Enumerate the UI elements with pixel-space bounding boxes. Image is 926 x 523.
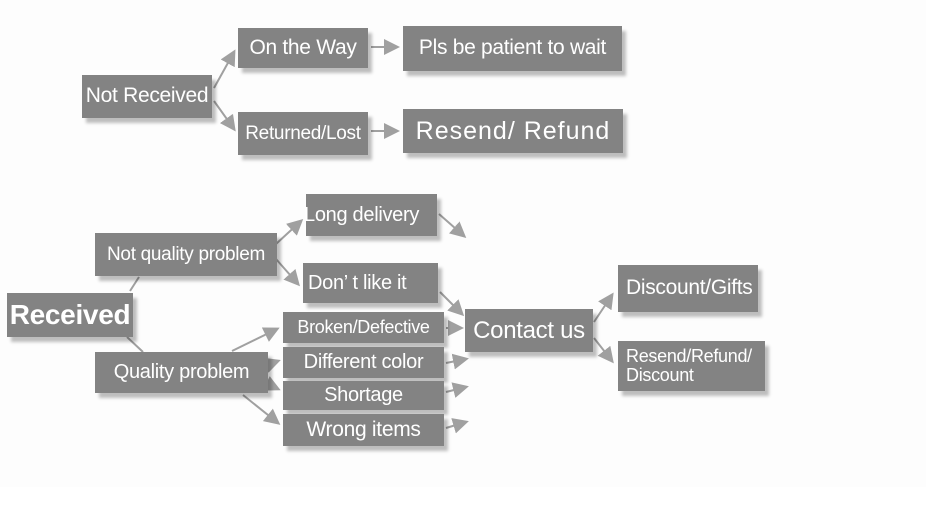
arrow-not-quality-to-long-delivery	[275, 218, 304, 245]
arrow-quality-to-broken	[231, 327, 280, 352]
node-discount-gifts: Discount/Gifts	[618, 265, 758, 312]
node-resend-refund: Resend/ Refund	[403, 109, 623, 153]
arrow-not-received-to-on-the-way	[213, 49, 236, 89]
node-wrong-items: Wrong items	[283, 414, 444, 446]
node-quality-problem: Quality problem	[95, 352, 268, 393]
node-not-received-label: Not Received	[85, 84, 209, 108]
arrow-contact-to-resend-discount	[593, 337, 614, 364]
node-pls-be-patient-label: Pls be patient to wait	[418, 36, 607, 60]
node-returned-lost: Returned/Lost	[238, 112, 368, 155]
node-resend-refund-discount: Resend/Refund/ Discount	[618, 341, 765, 391]
arrow-not-quality-to-dont-like	[275, 258, 300, 287]
arrow-different-to-contact	[445, 353, 469, 370]
node-resend-refund-label: Resend/ Refund	[415, 116, 611, 145]
node-broken-defective-label: Broken/Defective	[297, 317, 430, 338]
node-received: Received	[7, 293, 133, 337]
node-on-the-way-label: On the Way	[249, 35, 357, 59]
node-pls-be-patient: Pls be patient to wait	[403, 26, 622, 71]
node-resend-refund-discount-line1: Resend/Refund/	[626, 346, 752, 367]
node-different-color-label: Different color	[303, 351, 424, 373]
node-contact-us-label: Contact us	[473, 316, 585, 344]
node-not-quality-problem-label: Not quality problem	[107, 243, 265, 265]
arrow-quality-to-wrong	[242, 394, 281, 425]
node-not-received: Not Received	[82, 75, 212, 118]
node-returned-lost-label: Returned/Lost	[245, 122, 361, 144]
bottom-background-strip	[0, 487, 926, 523]
node-resend-refund-discount-line2: Discount	[626, 365, 694, 385]
node-dont-like-it-label: Don’ t like it	[308, 271, 407, 294]
arrow-not-received-to-returned-lost	[213, 100, 236, 132]
node-on-the-way: On the Way	[238, 28, 368, 68]
arrow-wrong-to-contact	[445, 418, 469, 434]
node-not-quality-problem: Not quality problem	[95, 233, 277, 276]
node-shortage: Shortage	[283, 381, 444, 410]
node-long-delivery: Long delivery	[304, 194, 437, 236]
node-received-label: Received	[9, 299, 131, 331]
node-shortage-label: Shortage	[324, 384, 403, 406]
arrow-long-delivery-to-contact	[438, 213, 467, 238]
node-different-color: Different color	[283, 347, 444, 378]
node-broken-defective: Broken/Defective	[283, 312, 444, 343]
arrow-contact-to-discount-gifts	[593, 292, 614, 323]
arrow-dont-like-to-contact	[439, 291, 465, 317]
node-long-delivery-label: Long delivery	[304, 203, 420, 226]
node-quality-problem-label: Quality problem	[113, 361, 250, 383]
node-wrong-items-label: Wrong items	[306, 417, 421, 441]
node-discount-gifts-label: Discount/Gifts	[626, 276, 753, 300]
node-contact-us: Contact us	[465, 309, 593, 352]
node-dont-like-it: Don’ t like it	[303, 263, 438, 303]
arrow-shortage-to-contact	[445, 382, 469, 398]
connector-received-to-not-quality	[129, 276, 140, 292]
connector-received-to-quality	[126, 336, 144, 353]
